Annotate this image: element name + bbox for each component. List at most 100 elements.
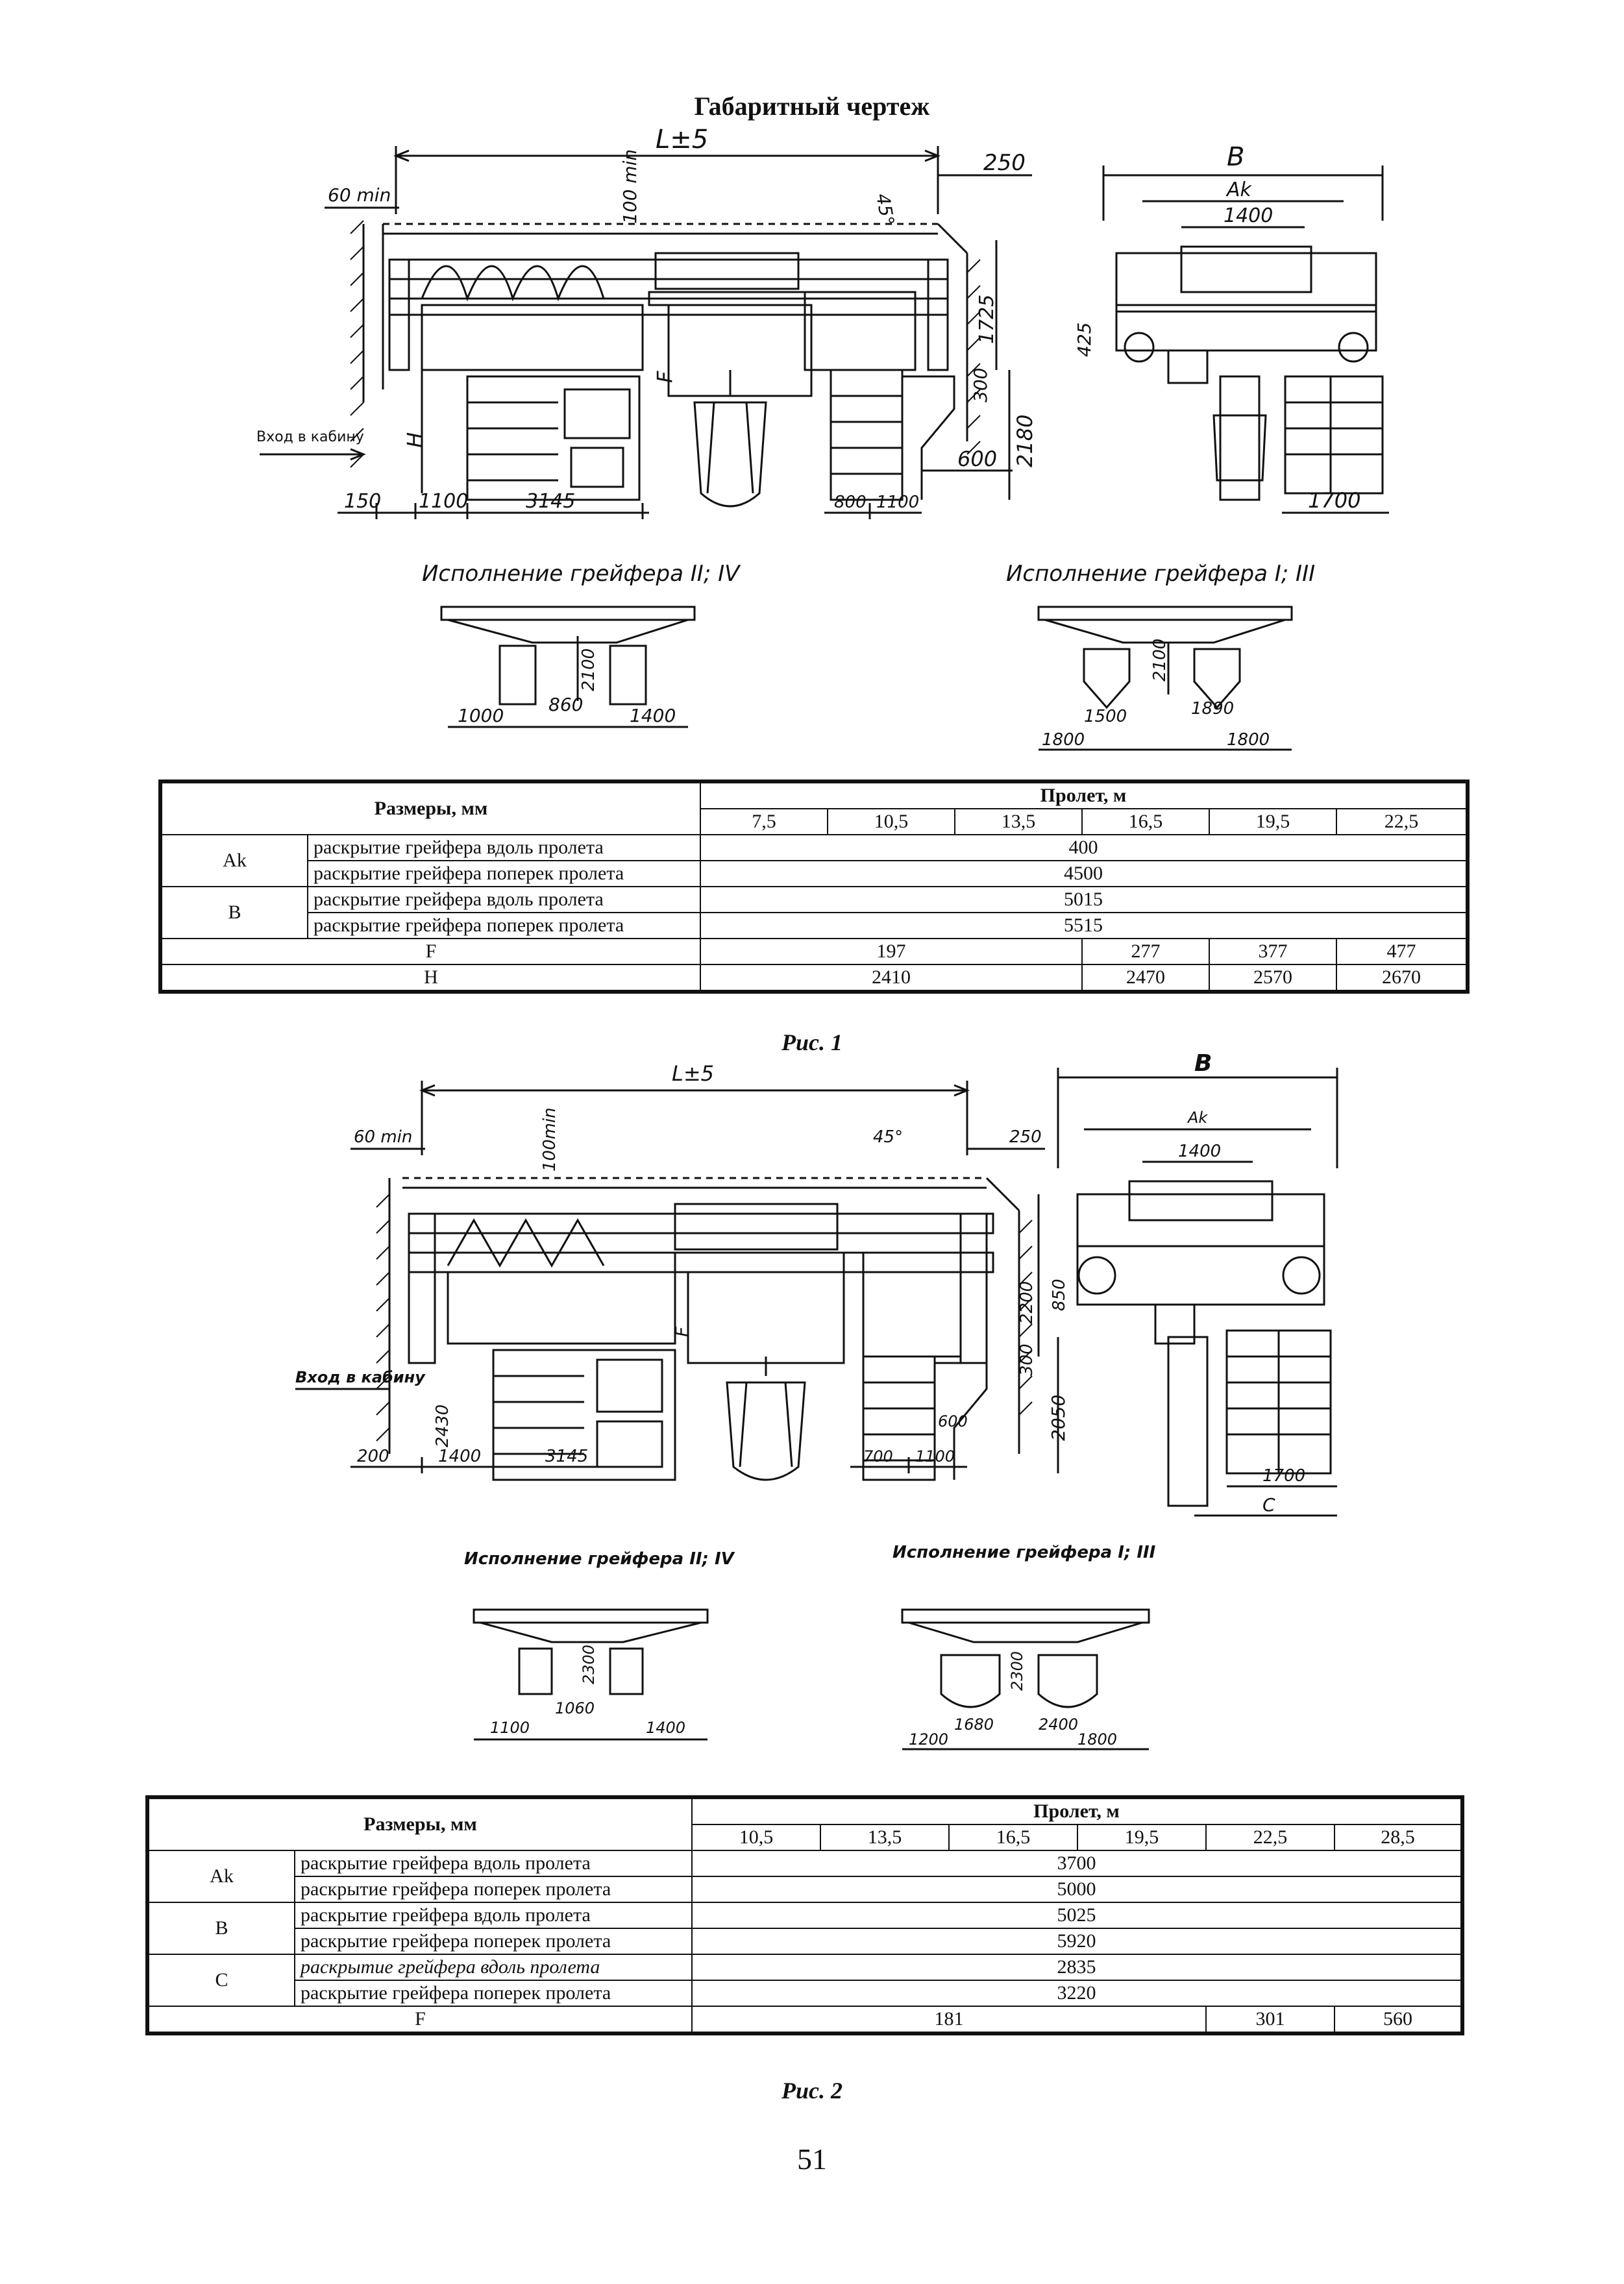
table2-span: 19,5 <box>1077 1824 1207 1851</box>
table1-f-value: 277 <box>1081 938 1210 965</box>
fig1-dim-800: 800 <box>834 493 867 512</box>
fig1-dim-H: H <box>402 432 427 448</box>
figure-1-caption: Рис. 1 <box>781 1029 843 1055</box>
table1-desc: раскрытие грейфера вдоль пролета <box>307 834 701 861</box>
fig2-dim-300: 300 <box>1017 1344 1037 1376</box>
fig2-dim-2430: 2430 <box>433 1405 452 1447</box>
table2-value: 3700 <box>691 1850 1462 1877</box>
table2-f-value: 181 <box>691 2006 1207 2033</box>
fig1-variant-left: Исполнение грейфера II; IV <box>422 561 741 587</box>
fig1-vr-1500: 1500 <box>1084 707 1127 726</box>
table2-desc: раскрытие грейфера поперек пролета <box>294 1928 693 1955</box>
table2-span: 13,5 <box>820 1824 950 1851</box>
fig2-dim-Ak: Ak <box>1187 1109 1208 1127</box>
table1-desc: раскрытие грейфера поперек пролета <box>307 860 701 887</box>
fig2-vr-1680: 1680 <box>954 1715 994 1734</box>
table1-span: 16,5 <box>1081 808 1210 835</box>
fig1-entry-label: Вход в кабину <box>256 429 364 445</box>
table2-span: 10,5 <box>691 1824 821 1851</box>
fig1-dim-100min: 100 min <box>619 149 641 224</box>
table1-value: 4500 <box>699 860 1468 887</box>
table2-span: 22,5 <box>1205 1824 1335 1851</box>
fig2-dim-850: 850 <box>1050 1279 1069 1311</box>
fig2-vl-1100: 1100 <box>490 1719 530 1737</box>
fig1-dim-150: 150 <box>344 490 381 513</box>
table1-h-value: 2670 <box>1335 964 1468 991</box>
fig2-dim-1100: 1100 <box>915 1447 955 1466</box>
table1-desc: раскрытие грейфера вдоль пролета <box>307 886 701 913</box>
table1-desc: раскрытие грейфера поперек пролета <box>307 912 701 939</box>
table2-value: 5000 <box>691 1876 1462 1903</box>
fig2-dim-C: C <box>1262 1494 1275 1516</box>
fig1-dim-3145: 3145 <box>526 490 575 513</box>
fig1-vr-1800b: 1800 <box>1227 730 1270 750</box>
fig2-dim-100min: 100min <box>540 1107 560 1172</box>
fig2-dim-250: 250 <box>1009 1127 1042 1147</box>
fig1-dim-1700: 1700 <box>1308 488 1360 513</box>
fig1-dim-250: 250 <box>983 150 1026 176</box>
fig1-vl-860: 860 <box>548 694 583 715</box>
table1-h-value: 2410 <box>700 964 1083 991</box>
table2-desc: раскрытие грейфера поперек пролета <box>294 1980 693 2007</box>
fig2-dim-3145: 3145 <box>545 1447 588 1466</box>
figure-1-drawing: L±5 250 60 min 100 min 45° <box>0 0 1624 766</box>
table1-sym-ak: Ak <box>161 834 308 887</box>
fig1-dim-1400: 1400 <box>1224 204 1273 227</box>
table1-f-value: 377 <box>1209 938 1337 965</box>
fig2-dim-45: 45° <box>873 1127 903 1147</box>
table2-span: 28,5 <box>1333 1824 1462 1851</box>
fig1-vr-2100: 2100 <box>1150 639 1170 682</box>
table2-sym-b: B <box>148 1902 295 1955</box>
table1-head-dims: Размеры, мм <box>161 782 701 835</box>
table1-h-label: H <box>161 964 701 991</box>
fig2-vr-2400: 2400 <box>1039 1715 1078 1734</box>
table1-f-value: 197 <box>700 938 1083 965</box>
fig1-dim-span: L±5 <box>656 125 708 154</box>
fig2-dim-1400b: 1400 <box>438 1447 481 1466</box>
table1-span: 19,5 <box>1209 808 1337 835</box>
fig2-dim-1400: 1400 <box>1178 1142 1221 1161</box>
table2-value: 3220 <box>691 1980 1462 2007</box>
fig2-vl-1400: 1400 <box>646 1719 685 1737</box>
table2-span: 16,5 <box>948 1824 1078 1851</box>
fig2-vr-2300: 2300 <box>1008 1651 1026 1691</box>
table2-f-label: F <box>148 2006 693 2033</box>
table2-sym-ak: Ak <box>148 1850 295 1903</box>
fig2-dim-200: 200 <box>357 1447 389 1466</box>
fig2-vr-1200: 1200 <box>909 1730 948 1749</box>
table1-sym-b: B <box>161 886 308 939</box>
table1-h-value: 2570 <box>1209 964 1337 991</box>
fig2-variant-right: Исполнение грейфера I; III <box>892 1543 1156 1562</box>
fig1-vr-1890: 1890 <box>1191 699 1234 718</box>
fig1-dim-1725: 1725 <box>976 295 998 344</box>
page-title: Габаритный чертеж <box>694 92 930 121</box>
fig1-vl-1000: 1000 <box>458 705 504 726</box>
fig1-dim-45: 45° <box>872 191 898 227</box>
table2-f-value: 301 <box>1205 2006 1335 2033</box>
table1-head-span: Пролет, м <box>699 782 1468 809</box>
fig1-dim-600: 600 <box>957 447 997 471</box>
table2-sym-c: C <box>148 1954 295 2007</box>
fig2-dim-F: F <box>671 1326 693 1337</box>
fig1-dim-1100: 1100 <box>419 490 468 513</box>
page-number: 51 <box>797 2143 827 2176</box>
fig2-dim-span: L±5 <box>672 1061 714 1086</box>
fig2-dim-1700: 1700 <box>1262 1466 1305 1486</box>
table2-value: 5920 <box>691 1928 1462 1955</box>
table2-desc: раскрытие грейфера вдоль пролета <box>294 1902 693 1929</box>
fig1-dim-F: F <box>652 371 677 383</box>
fig2-vl-2300: 2300 <box>580 1645 598 1684</box>
fig2-dim-2200: 2200 <box>1017 1281 1037 1324</box>
fig1-dim-B: B <box>1227 142 1244 172</box>
table-1: Размеры, мм Пролет, м 7,5 10,5 13,5 16,5… <box>158 780 1470 994</box>
fig2-vr-1800: 1800 <box>1077 1730 1117 1749</box>
table1-value: 400 <box>699 834 1468 861</box>
fig2-variant-left: Исполнение грейфера II; IV <box>464 1549 735 1569</box>
fig2-dim-700: 700 <box>863 1447 893 1466</box>
table1-f-label: F <box>161 938 701 965</box>
table1-span: 22,5 <box>1335 808 1468 835</box>
fig1-variant-right: Исполнение грейфера I; III <box>1006 561 1315 587</box>
fig1-dim-300: 300 <box>970 368 991 402</box>
table2-value: 5025 <box>691 1902 1462 1929</box>
figure-2-caption: Рис. 2 <box>781 2078 843 2104</box>
